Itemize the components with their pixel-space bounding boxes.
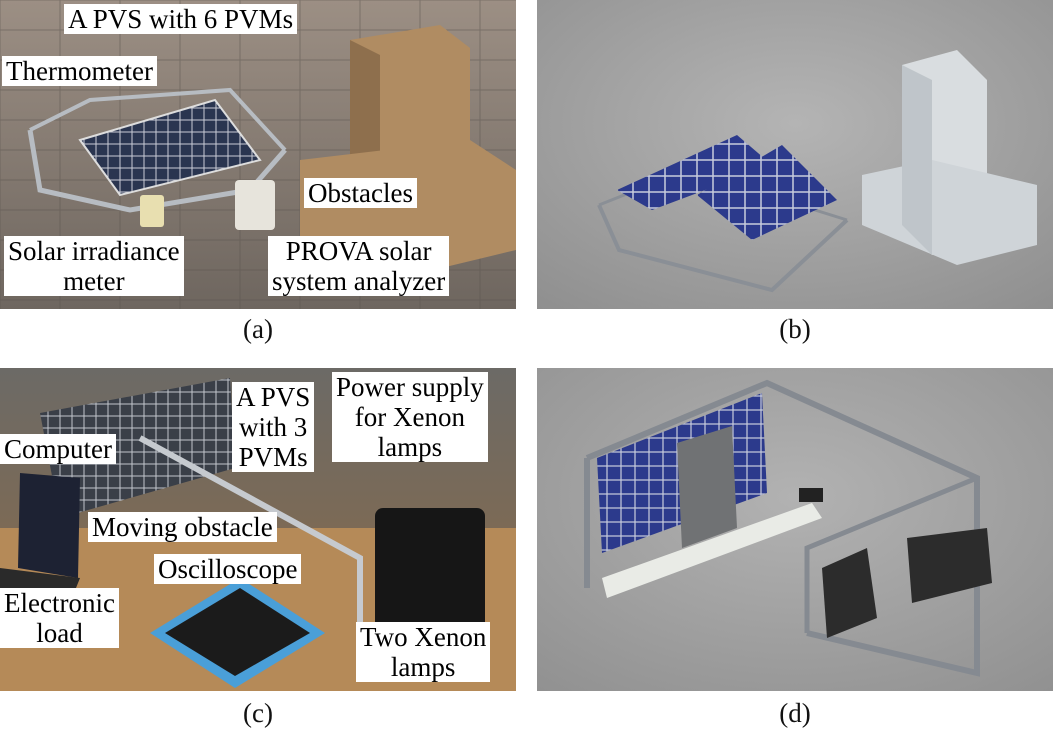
label-moving-obstacle: Moving obstacle (88, 512, 277, 542)
panel-d-render (537, 368, 1053, 691)
label-irradiance-meter: Solar irradiance meter (4, 236, 184, 296)
label-power-line3: lamps (377, 432, 443, 462)
label-load-line2: load (36, 618, 83, 648)
panel-c-photo: A PVS with 3 PVMs Power supply for Xenon… (0, 368, 516, 691)
label-pvs-3: A PVS with 3 PVMs (232, 382, 315, 472)
panel-b-render (537, 0, 1053, 309)
label-prova-line2: system analyzer (272, 266, 446, 296)
label-thermometer: Thermometer (2, 56, 157, 86)
label-power-line1: Power supply (336, 372, 484, 402)
label-irradiance-line1: Solar irradiance (8, 236, 180, 266)
panel-b-illustration (537, 0, 1053, 309)
label-power-supply: Power supply for Xenon lamps (332, 372, 488, 462)
panel-a-illustration (0, 0, 516, 309)
label-xenon-line1: Two Xenon (360, 622, 487, 652)
label-xenon-line2: lamps (390, 652, 456, 682)
label-computer: Computer (0, 434, 116, 464)
caption-b: (b) (779, 314, 811, 344)
label-pvs3-line3: PVMs (238, 442, 308, 472)
caption-c: (c) (243, 698, 273, 728)
label-pvs-6: A PVS with 6 PVMs (64, 4, 298, 34)
label-irradiance-line2: meter (63, 266, 125, 296)
label-pvs3-line2: with 3 (239, 412, 308, 442)
label-prova-line1: PROVA solar (285, 236, 432, 266)
label-prova-analyzer: PROVA solar system analyzer (268, 236, 450, 296)
panel-d-illustration (537, 368, 1053, 691)
label-xenon-lamps: Two Xenon lamps (356, 622, 491, 682)
label-electronic-load: Electronic load (0, 588, 119, 648)
label-power-line2: for Xenon (354, 402, 465, 432)
caption-d: (d) (779, 698, 811, 728)
label-obstacles: Obstacles (304, 178, 417, 208)
caption-a: (a) (243, 314, 273, 344)
label-load-line1: Electronic (4, 588, 115, 618)
label-pvs3-line1: A PVS (236, 382, 311, 412)
panel-a-photo: A PVS with 6 PVMs Thermometer Obstacles … (0, 0, 516, 309)
label-oscilloscope: Oscilloscope (154, 554, 302, 584)
